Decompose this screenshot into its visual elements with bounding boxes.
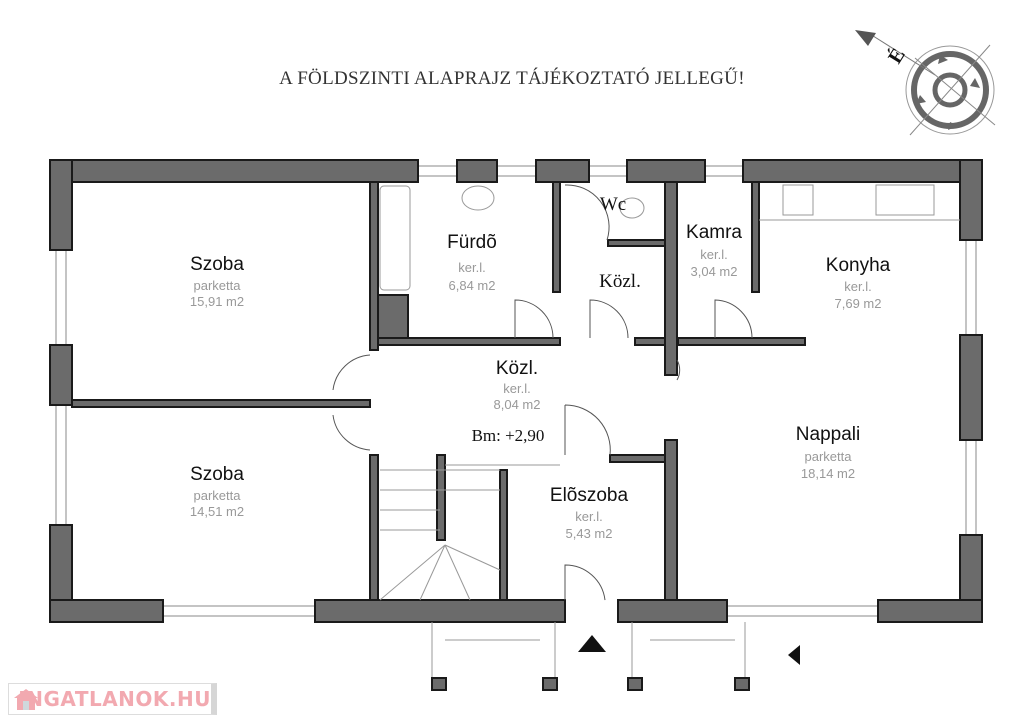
svg-text:3,04 m2: 3,04 m2 [691,264,738,279]
room-nappali: Nappali parketta 18,14 m2 [796,424,860,481]
svg-text:ker.l.: ker.l. [700,247,727,262]
plan-title: A FÖLDSZINTI ALAPRAJZ TÁJÉKOZTATÓ JELLEG… [279,67,745,89]
room-konyha: Konyha ker.l. 7,69 m2 [826,255,891,311]
svg-text:6,84 m2: 6,84 m2 [449,278,496,293]
svg-text:ker.l.: ker.l. [844,279,871,294]
compass-icon: É [855,30,996,136]
outer-walls [49,159,983,623]
svg-text:Közl.: Közl. [496,358,538,379]
svg-text:parketta: parketta [805,449,853,464]
svg-text:Szoba: Szoba [190,464,244,485]
room-wc: Wc [600,194,626,215]
section-marker-icon [788,645,800,665]
watermark-logo: INGATLANOK.HU [8,683,217,715]
house-icon [13,687,38,711]
watermark-text: INGATLANOK.HU [18,687,211,711]
room-szoba-2: Szoba parketta 14,51 m2 [190,464,244,519]
svg-text:ker.l.: ker.l. [575,509,602,524]
svg-text:ker.l.: ker.l. [503,381,530,396]
svg-text:Konyha: Konyha [826,255,891,276]
entrance-arrow-icon [578,635,606,652]
svg-text:Nappali: Nappali [796,424,860,445]
svg-text:5,43 m2: 5,43 m2 [566,526,613,541]
svg-text:Kamra: Kamra [686,222,742,243]
svg-text:14,51 m2: 14,51 m2 [190,504,244,519]
compass-north-label: É [883,44,910,68]
room-kamra: Kamra ker.l. 3,04 m2 [686,222,742,279]
svg-text:Szoba: Szoba [190,254,244,275]
svg-text:Elõszoba: Elõszoba [550,485,629,506]
svg-text:Fürdõ: Fürdõ [447,232,497,253]
inner-walls [71,181,806,601]
doors [332,184,753,601]
svg-text:18,14 m2: 18,14 m2 [801,466,855,481]
svg-text:parketta: parketta [194,278,242,293]
svg-text:ker.l.: ker.l. [458,260,485,275]
ceiling-height-label: Bm: +2,90 [472,426,545,445]
svg-text:8,04 m2: 8,04 m2 [494,397,541,412]
svg-text:15,91 m2: 15,91 m2 [190,294,244,309]
room-szoba-1: Szoba parketta 15,91 m2 [190,254,244,309]
room-eloszoba: Elõszoba ker.l. 5,43 m2 [550,485,629,541]
fixtures [379,184,960,691]
svg-text:7,69 m2: 7,69 m2 [835,296,882,311]
room-kozl-small: Közl. [599,271,641,292]
svg-text:parketta: parketta [194,488,242,503]
room-kozlekedo: Közl. ker.l. 8,04 m2 Bm: +2,90 [472,358,545,445]
room-furdo: Fürdõ ker.l. 6,84 m2 [447,232,497,293]
